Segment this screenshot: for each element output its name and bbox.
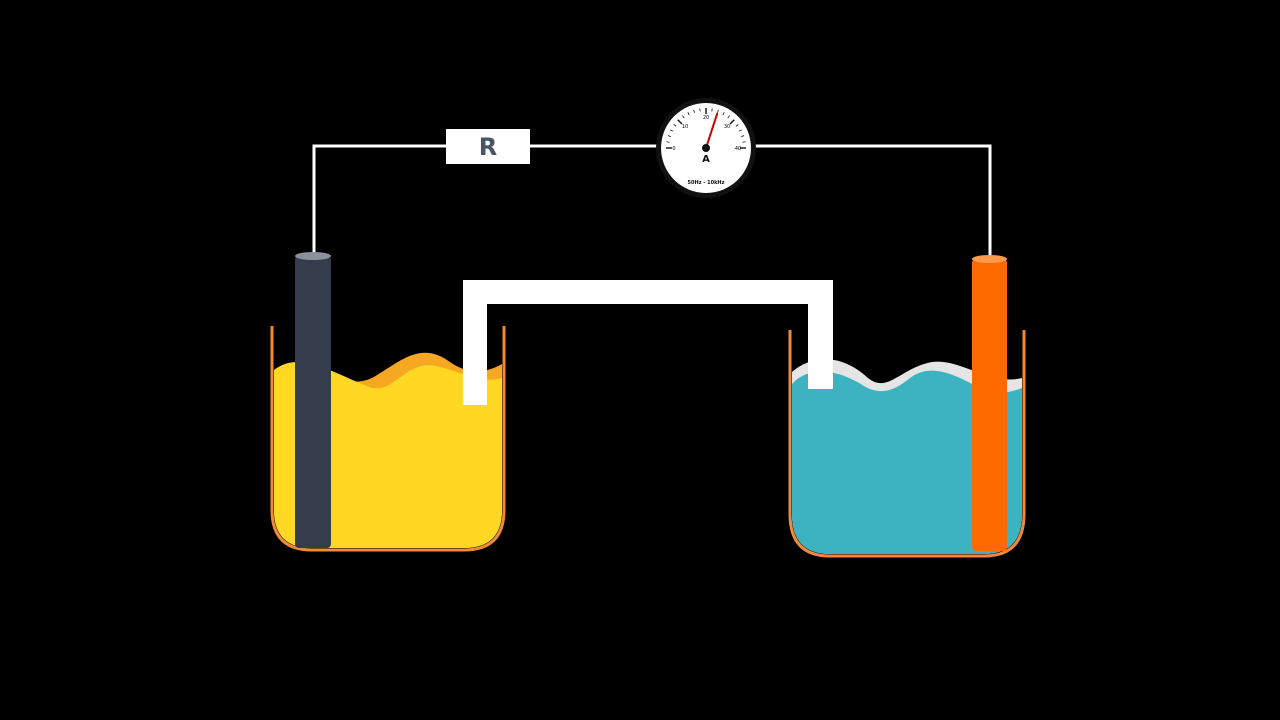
right-beaker-glass xyxy=(788,330,1026,558)
wire-left xyxy=(312,144,446,256)
circuit-wires xyxy=(312,144,992,260)
wire-right xyxy=(752,144,992,260)
ammeter-minor-tick xyxy=(717,109,719,113)
resistor: R xyxy=(446,129,530,164)
ammeter-tick-label-0: 0 xyxy=(672,146,675,152)
ammeter-minor-tick xyxy=(670,129,674,132)
right-electrode xyxy=(972,255,1007,551)
ammeter-minor-tick xyxy=(722,112,725,116)
left-electrode xyxy=(295,252,331,548)
ammeter-minor-tick xyxy=(673,124,677,127)
ammeter-pivot xyxy=(702,144,710,152)
ammeter-needle xyxy=(705,112,719,149)
ammeter-tick-label-30: 30 xyxy=(724,124,730,130)
right-electrode-rod xyxy=(972,259,1007,551)
resistor-label: R xyxy=(479,133,497,161)
ammeter-scale xyxy=(666,108,746,149)
left-electrode-rod xyxy=(295,256,331,548)
ammeter-minor-tick xyxy=(667,135,671,137)
ammeter-minor-tick xyxy=(741,135,745,137)
left-electrode-cap xyxy=(295,252,331,260)
ammeter-minor-tick xyxy=(682,115,685,119)
ammeter-minor-tick xyxy=(735,124,739,127)
left-beaker-glass xyxy=(270,326,506,552)
ammeter: 0 10 20 30 40 A 50Hz - 10kHz xyxy=(656,98,756,198)
ammeter-minor-tick xyxy=(727,115,730,119)
ammeter-minor-tick xyxy=(693,109,695,113)
ammeter-minor-tick xyxy=(738,129,742,132)
ammeter-major-tick xyxy=(677,119,683,125)
salt-bridge xyxy=(463,280,833,405)
ammeter-unit: A xyxy=(702,154,710,165)
ammeter-minor-tick xyxy=(687,112,690,116)
ammeter-tick-label-10: 10 xyxy=(682,124,688,130)
right-electrode-cap xyxy=(972,255,1007,263)
ammeter-major-tick xyxy=(729,119,735,125)
resistor-body xyxy=(446,129,530,164)
right-solution xyxy=(792,370,1022,554)
ammeter-tick-label-40: 40 xyxy=(735,146,741,152)
ammeter-tick-label-20: 20 xyxy=(703,115,709,121)
right-beaker xyxy=(788,330,1026,558)
ammeter-range-label: 50Hz - 10kHz xyxy=(688,180,725,186)
